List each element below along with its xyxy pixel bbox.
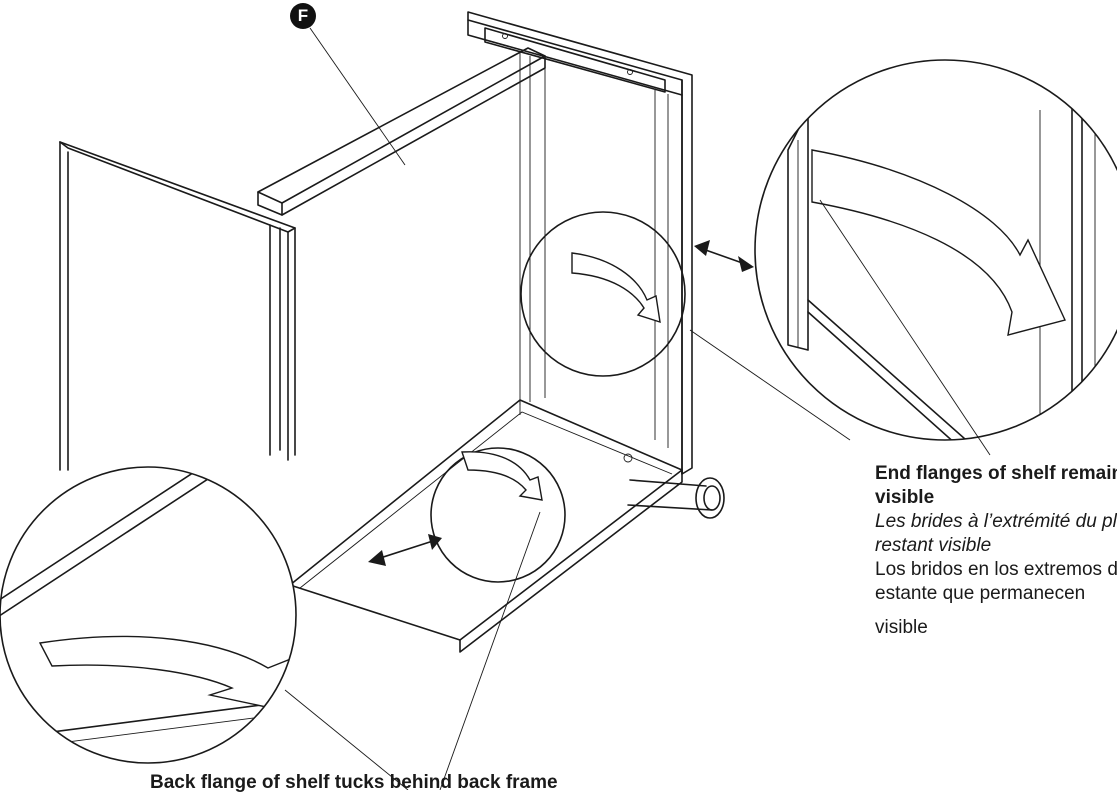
double-arrow-icon	[694, 240, 754, 272]
curved-arrow-icon	[571, 252, 661, 324]
callout-spanish-continued: visible	[875, 617, 928, 638]
callout-end-flanges: End flanges of shelf remain visible Les …	[875, 462, 1117, 640]
leader-line-f	[309, 27, 406, 166]
callout-french: Les brides à l’extrémité du plateau rest…	[875, 511, 1117, 556]
step-badge-label: F	[297, 6, 309, 25]
curved-arrow-icon	[811, 149, 1066, 336]
top-cross-rail	[257, 47, 546, 216]
double-arrow-icon	[368, 534, 442, 566]
bottom-shelf	[289, 399, 683, 653]
detail-circle-shelf	[430, 447, 566, 583]
callout-english: End flanges of shelf remain visible	[875, 463, 1117, 508]
detail-circle-frame	[520, 211, 686, 377]
magnified-view-back-flange	[0, 466, 297, 764]
curved-arrow-icon	[461, 451, 543, 501]
back-frame-panel	[467, 11, 693, 475]
magnified-view-flanges	[754, 59, 1117, 441]
step-badge: F	[290, 3, 316, 29]
callout-spanish: Los bridos en los extremos del estante q…	[875, 559, 1117, 604]
leader-line-back-flange	[439, 511, 541, 790]
side-panel	[59, 141, 296, 471]
caster-wheel	[627, 477, 725, 519]
caption-back-flange: Back flange of shelf tucks behind back f…	[150, 772, 558, 793]
leader-line-end-flanges	[819, 199, 991, 456]
leader-line-back-flange	[284, 689, 409, 790]
leader-line-end-flanges	[689, 329, 851, 441]
